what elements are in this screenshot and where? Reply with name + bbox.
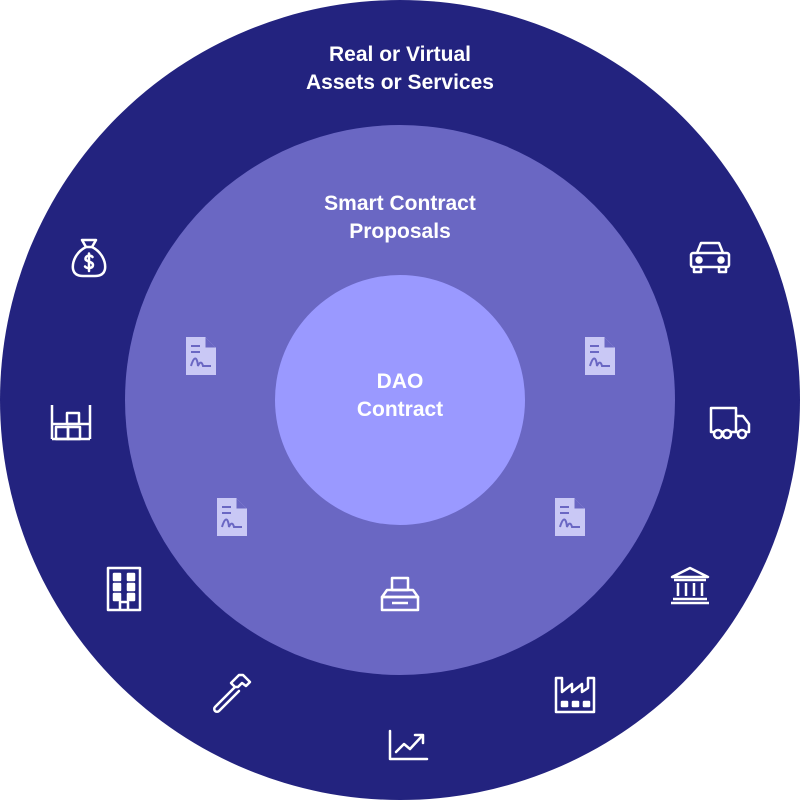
car-icon	[688, 239, 732, 275]
ballot-box-icon	[379, 575, 421, 613]
chart-up-icon	[387, 728, 429, 762]
document-icon	[554, 497, 586, 537]
middle-ring-label: Smart Contract Proposals	[250, 190, 550, 246]
middle-label-line1: Smart Contract	[324, 192, 476, 215]
document-icon	[216, 497, 248, 537]
document-icon	[584, 336, 616, 376]
hammer-icon	[209, 673, 253, 713]
office-building-icon	[104, 566, 144, 612]
bank-icon	[669, 565, 711, 605]
money-bag-icon	[68, 236, 110, 278]
factory-icon	[554, 676, 598, 714]
outer-label-line1: Real or Virtual	[329, 43, 471, 66]
middle-label-line2: Proposals	[349, 220, 451, 243]
document-icon	[185, 336, 217, 376]
truck-icon	[709, 405, 751, 441]
inner-label-line2: Contract	[356, 398, 444, 421]
inner-circle-label: DAO Contract	[300, 368, 500, 424]
inner-label-line1: DAO	[376, 370, 424, 393]
inner-circle-dao	[275, 275, 525, 525]
outer-label-line2: Assets or Services	[306, 71, 494, 94]
outer-ring-label: Real or Virtual Assets or Services	[250, 41, 550, 97]
shelves-icon	[50, 403, 92, 441]
